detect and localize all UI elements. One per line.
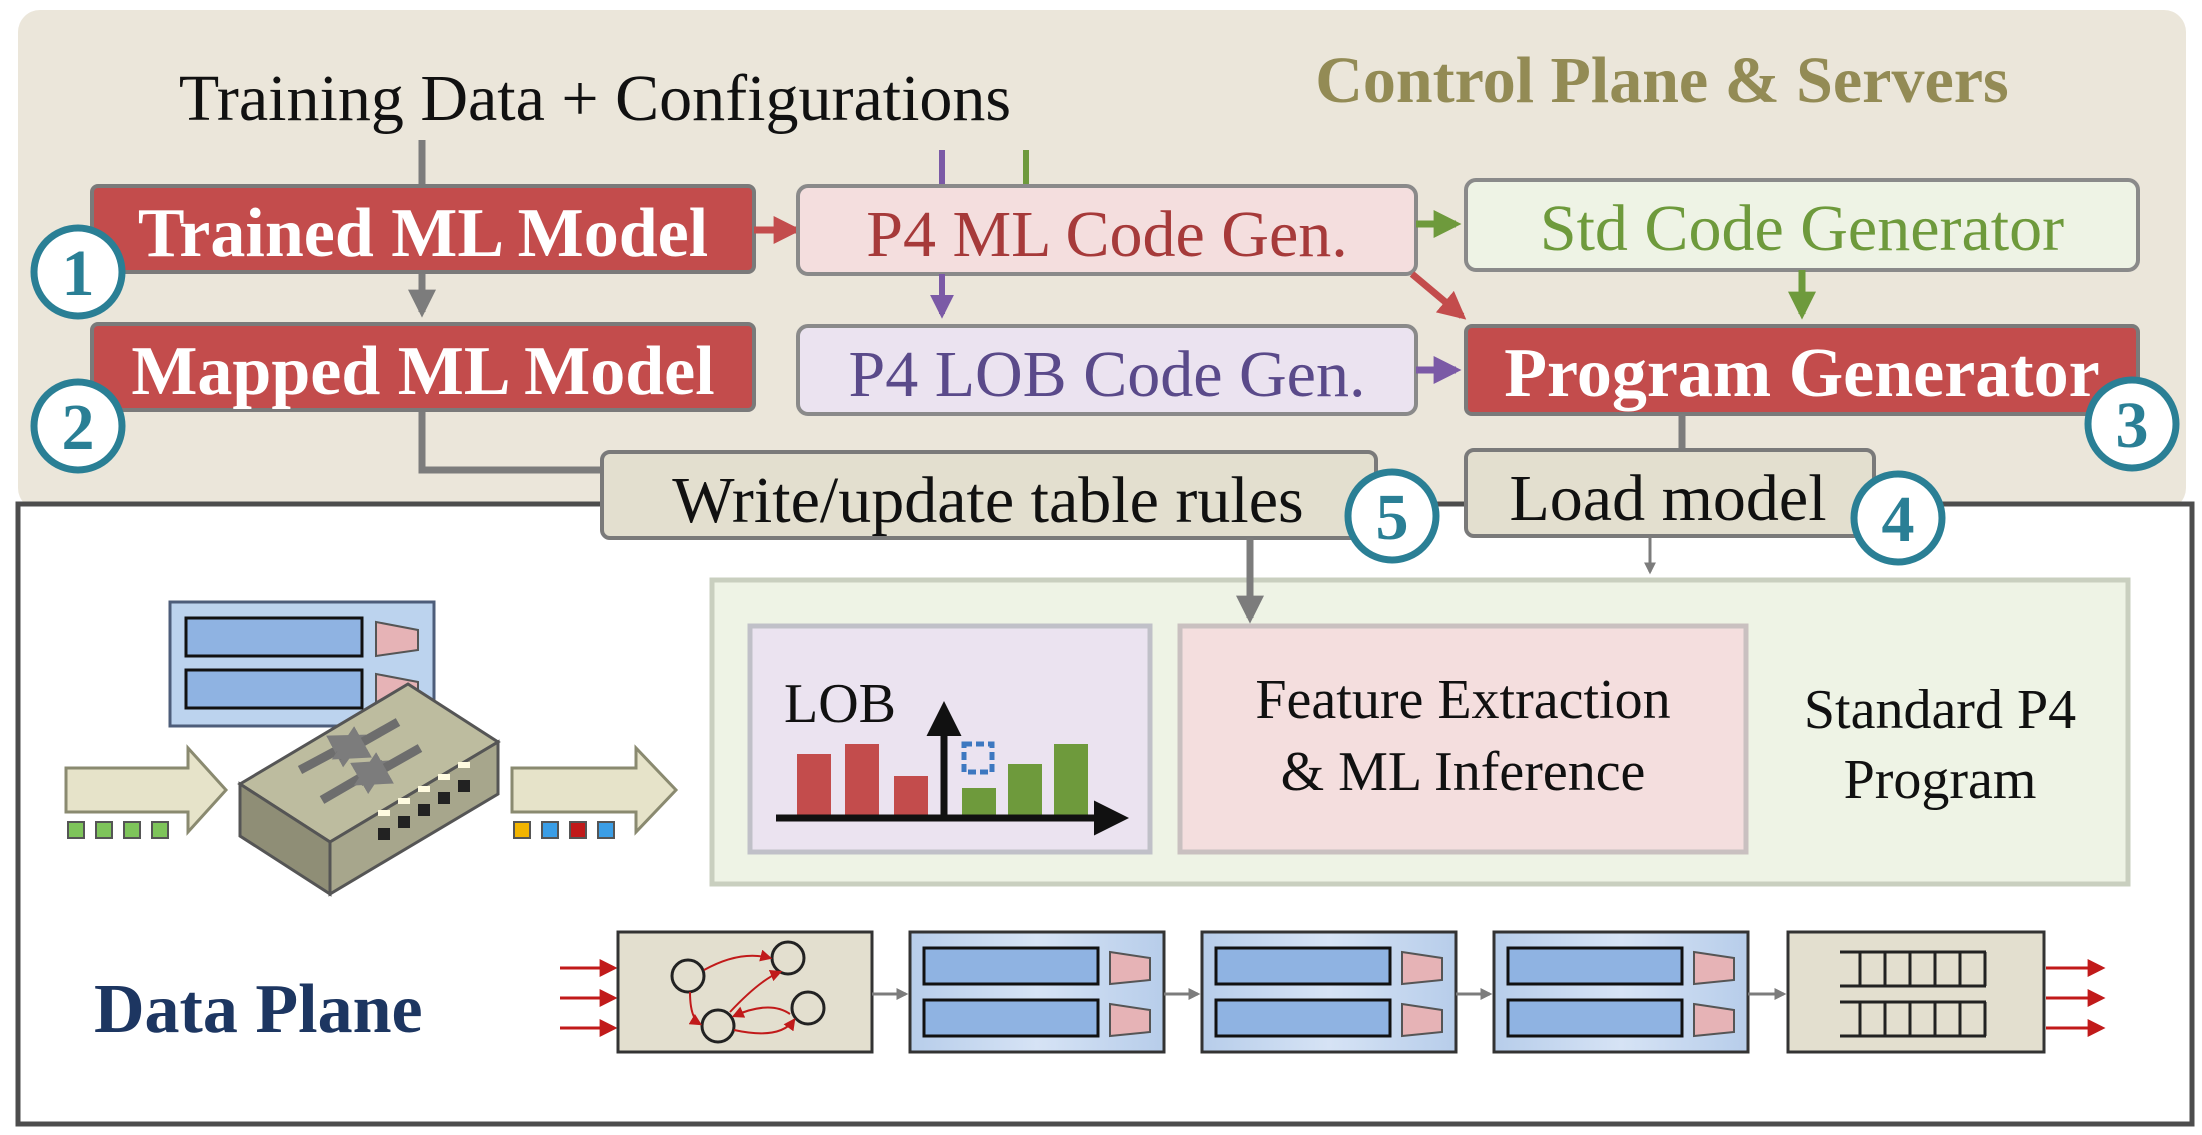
- step-2-label: 2: [62, 391, 95, 464]
- mapped-ml-model-label: Mapped ML Model: [131, 333, 714, 410]
- std-codegen-label: Std Code Generator: [1540, 192, 2064, 265]
- feature-extraction-box: Feature Extraction & ML Inference: [1177, 623, 1749, 855]
- write-rules-box: Write/update table rules: [600, 450, 1378, 540]
- feature-extraction-label-1: Feature Extraction: [1255, 669, 1670, 731]
- p4-lob-codegen-box: P4 LOB Code Gen.: [796, 324, 1418, 416]
- load-model-label: Load model: [1509, 462, 1826, 535]
- lob-ask-bar-1: [962, 788, 996, 816]
- step-4-badge: 4: [1850, 470, 1946, 566]
- egress-packets-icon: [513, 821, 615, 839]
- lob-bid-bar-1: [797, 754, 831, 816]
- lob-box: LOB: [747, 623, 1153, 855]
- p4-ml-codegen-box: P4 ML Code Gen.: [796, 184, 1418, 276]
- mapped-ml-model-box: Mapped ML Model: [90, 322, 756, 412]
- match-action-stage-1: [908, 930, 1166, 1054]
- step-3-label: 3: [2116, 389, 2149, 462]
- step-1-label: 1: [62, 237, 95, 310]
- data-plane-title: Data Plane: [94, 971, 423, 1048]
- deparser-stage: [1786, 930, 2046, 1054]
- feature-extraction-label-2: & ML Inference: [1281, 741, 1646, 803]
- pipeline-row: [560, 930, 2106, 1054]
- step-5-label: 5: [1376, 481, 1409, 554]
- step-5-badge: 5: [1344, 468, 1440, 564]
- match-action-stage-3: [1492, 930, 1750, 1054]
- step-4-label: 4: [1882, 483, 1915, 556]
- program-generator-label: Program Generator: [1504, 335, 2099, 412]
- arrow-p4ml-to-progen: [1409, 271, 1467, 320]
- standard-p4-label-2: Program: [1844, 749, 2037, 811]
- ingress-packets-icon: [67, 821, 169, 839]
- write-rules-label: Write/update table rules: [672, 464, 1303, 537]
- ingress-arrow-icon: [64, 744, 229, 836]
- egress-arrow-icon: [510, 744, 679, 836]
- lob-ask-bar-3: [1054, 744, 1088, 816]
- trained-ml-model-box: Trained ML Model: [90, 184, 756, 274]
- p4-lob-codegen-label: P4 LOB Code Gen.: [849, 338, 1366, 411]
- lob-label: LOB: [784, 673, 896, 735]
- match-action-stage-2: [1200, 930, 1458, 1054]
- lob-bid-bar-3: [894, 776, 928, 816]
- switch-illustration: [64, 600, 679, 897]
- lob-gap-marker: [961, 741, 995, 775]
- training-data-label: Training Data + Configurations: [179, 62, 1011, 135]
- switch-ports-icon: [378, 762, 470, 840]
- step-2-badge: 2: [30, 378, 126, 474]
- step-1-badge: 1: [30, 224, 126, 320]
- standard-p4-label-1: Standard P4: [1804, 679, 2076, 741]
- lob-ask-bar-2: [1008, 764, 1042, 816]
- step-3-badge: 3: [2084, 376, 2180, 472]
- p4-ml-codegen-label: P4 ML Code Gen.: [866, 198, 1348, 271]
- lob-bid-bar-2: [845, 744, 879, 816]
- trained-ml-model-label: Trained ML Model: [138, 195, 708, 272]
- control-plane-title: Control Plane & Servers: [1315, 44, 2008, 117]
- connector-mapped-to-rules: [418, 410, 610, 474]
- parser-stage: [616, 930, 874, 1054]
- load-model-box: Load model: [1464, 448, 1876, 538]
- std-codegen-box: Std Code Generator: [1464, 178, 2140, 272]
- program-generator-box: Program Generator: [1464, 324, 2140, 416]
